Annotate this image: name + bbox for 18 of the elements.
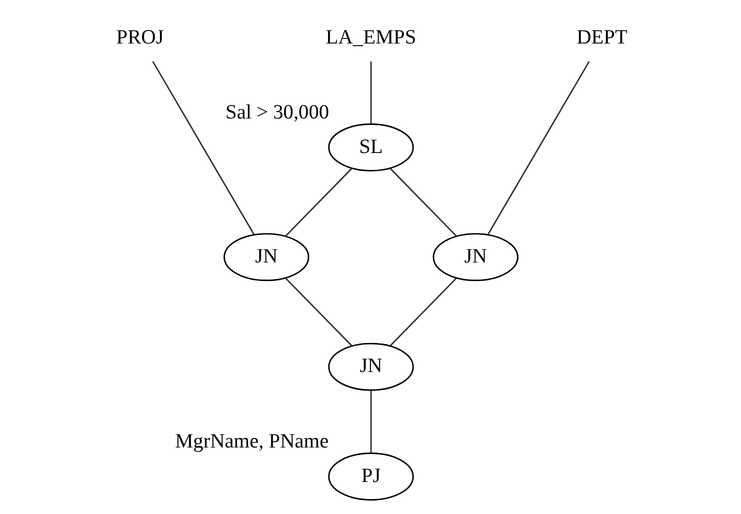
node-text: LA_EMPS xyxy=(325,26,416,48)
connector xyxy=(284,277,352,346)
node-ellipse: SL xyxy=(328,122,414,171)
node-label: Sal > 30,000 xyxy=(225,100,329,123)
connector xyxy=(389,167,456,236)
node-ellipse: JN xyxy=(432,232,518,281)
node-label: MgrName, PName xyxy=(174,430,328,452)
node-ellipse: PJ xyxy=(328,452,414,500)
node-ellipse: JN xyxy=(223,232,309,281)
connector xyxy=(389,277,456,346)
connector xyxy=(370,390,372,452)
node-text: PROJ xyxy=(116,26,164,48)
connector xyxy=(152,60,254,234)
connector xyxy=(486,60,590,234)
connector xyxy=(370,61,372,124)
connector xyxy=(284,167,352,236)
node-ellipse: JN xyxy=(328,342,414,390)
node-text: DEPT xyxy=(576,26,627,48)
